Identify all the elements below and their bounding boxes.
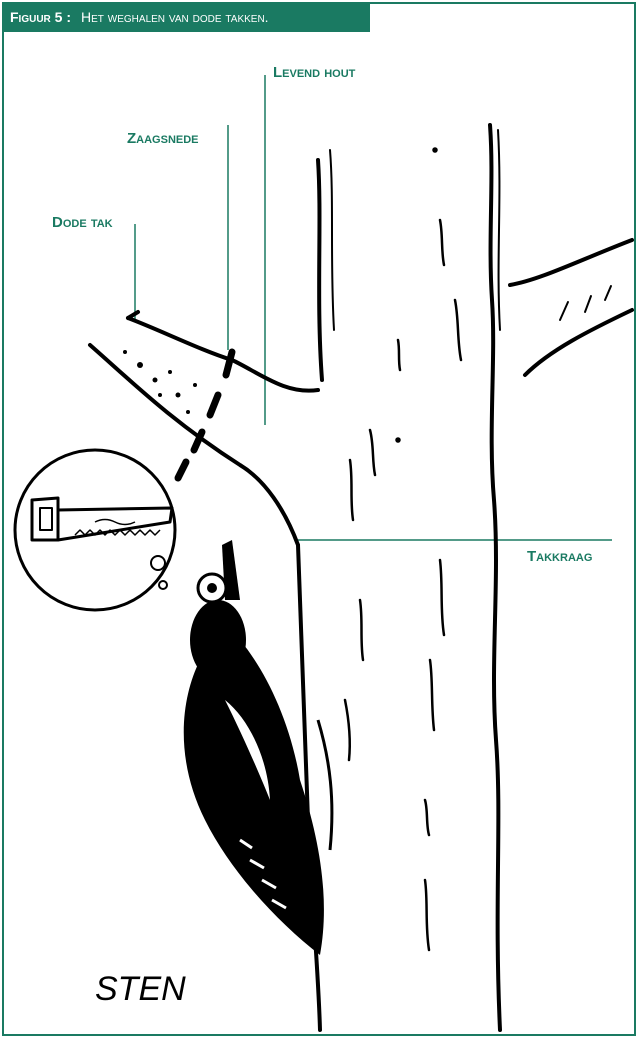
label-dead-branch: Dode tak [52,214,113,231]
bark-marks [345,149,461,951]
artist-signature: STEN [95,970,186,1008]
tree-trunk [298,125,500,1030]
woodpecker [184,540,332,955]
right-branch [510,240,632,375]
label-branch-collar: Takkraag [527,548,592,565]
saw-cut-line [178,352,232,478]
label-living-wood: Levend hout [273,64,355,81]
label-saw-cut: Zaagsnede [127,130,199,147]
thought-bubble [15,450,175,610]
